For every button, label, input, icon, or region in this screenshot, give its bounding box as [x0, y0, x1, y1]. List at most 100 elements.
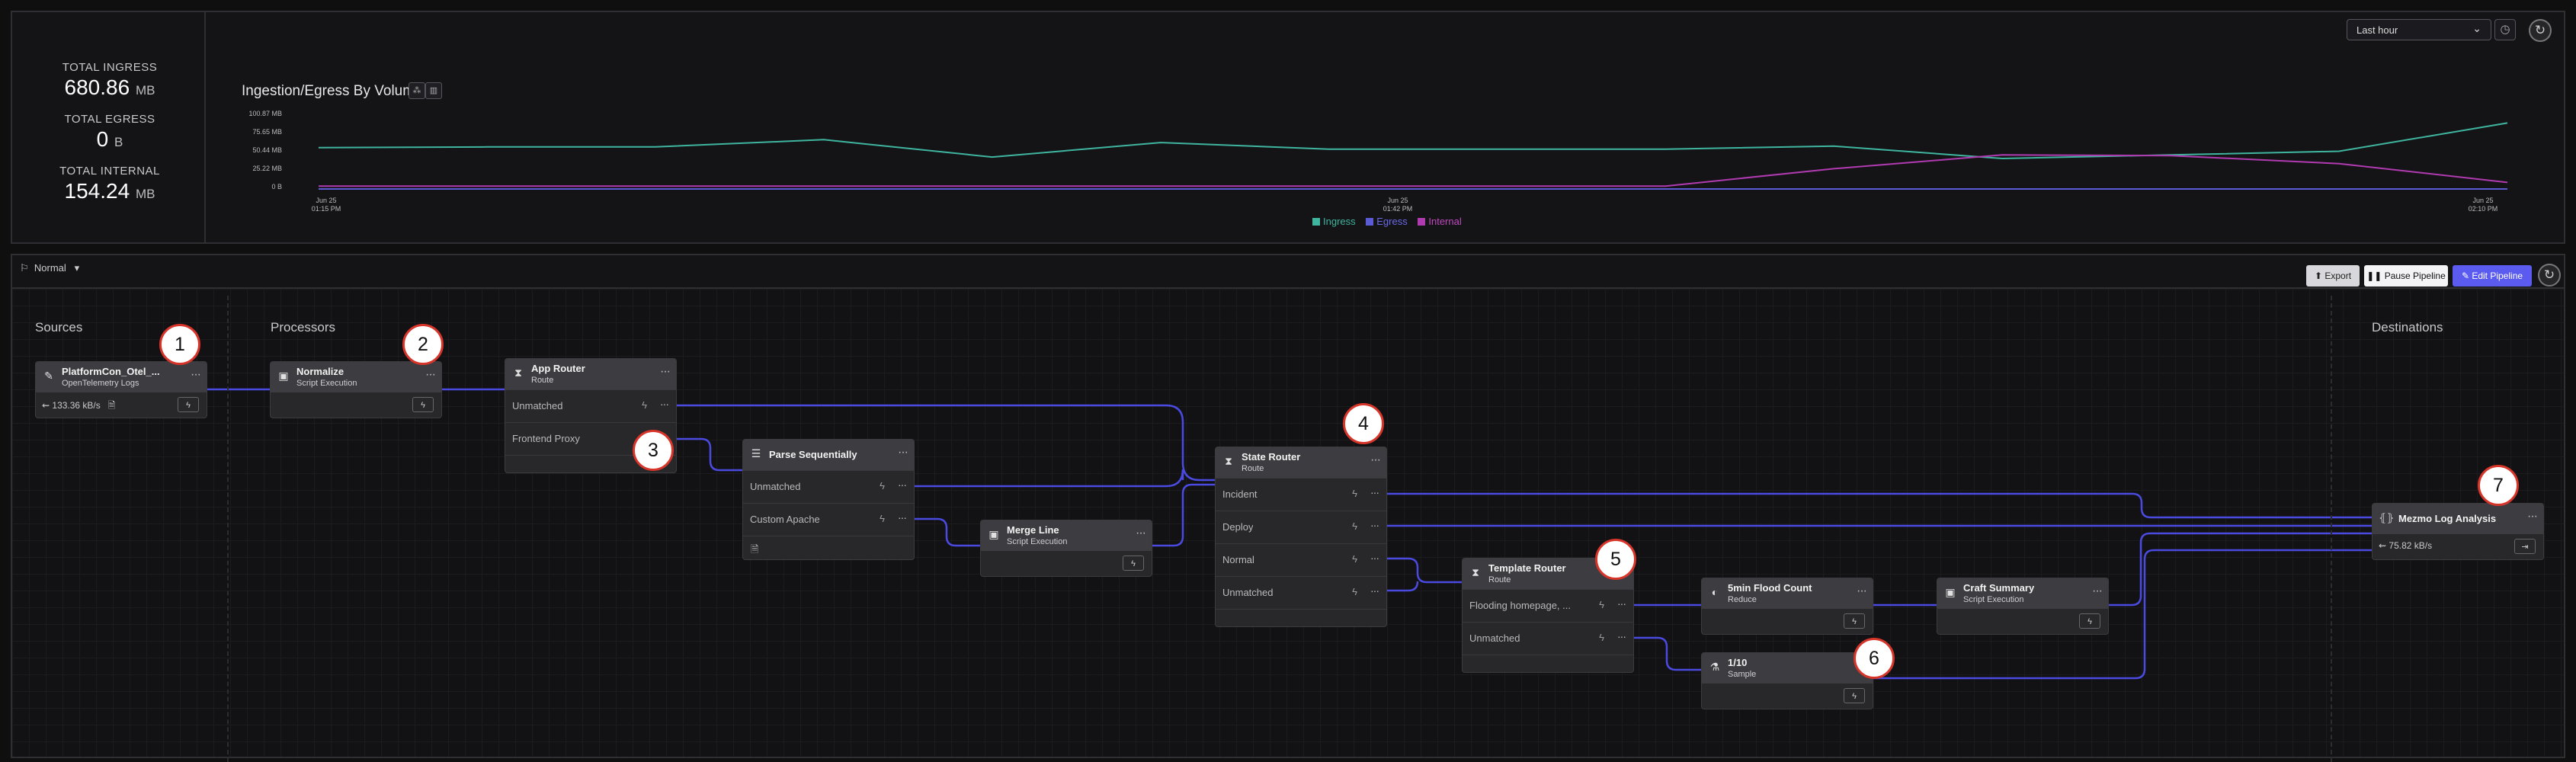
more-icon[interactable]: ··· — [660, 398, 669, 410]
destinations-divider — [2331, 296, 2332, 762]
bar-chart-toggle-icon[interactable]: ▥ — [425, 82, 442, 99]
more-icon[interactable]: ··· — [898, 511, 907, 523]
node-title: State Router — [1242, 451, 1301, 463]
pause-pipeline-button[interactable]: ❚❚ Pause Pipeline — [2364, 265, 2448, 287]
bolt-icon[interactable]: ϟ — [2079, 613, 2100, 629]
destination-icon[interactable]: ⇥ — [2514, 539, 2536, 554]
craft-summary-node[interactable]: ▣ Craft Summary Script Execution ··· ϟ — [1937, 578, 2109, 635]
bolt-icon[interactable]: ϟ — [1352, 520, 1357, 532]
bolt-icon[interactable]: ϟ — [412, 397, 434, 412]
line-chart-toggle-icon[interactable]: ⁂ — [409, 82, 425, 99]
more-icon[interactable]: ··· — [1370, 552, 1379, 564]
legend-egress[interactable]: Egress — [1376, 216, 1408, 227]
normalize-node[interactable]: ▣ Normalize Script Execution ··· ϟ — [270, 361, 442, 418]
total-egress: TOTAL EGRESS 0 B — [12, 113, 207, 152]
edge-frontend-parse — [674, 437, 743, 472]
legend-swatch-ingress — [1312, 218, 1320, 226]
throughput-metric: ⇜ 75.82 kB/s — [2379, 540, 2433, 551]
list-icon: ☰ — [751, 447, 761, 459]
total-internal-label: TOTAL INTERNAL — [59, 165, 160, 178]
more-icon[interactable]: ··· — [425, 368, 436, 381]
time-range-select[interactable]: Last hour ⌄ — [2347, 19, 2491, 40]
flood-count-node[interactable]: ◐ 5min Flood Count Reduce ··· ϟ — [1701, 578, 1873, 635]
refresh-chart-icon[interactable]: ↻ — [2529, 19, 2552, 42]
more-icon[interactable]: ··· — [898, 479, 907, 491]
edge-parse-apache-merge — [912, 517, 982, 547]
bolt-icon[interactable]: ϟ — [642, 399, 647, 411]
mode-select[interactable]: ⚐ Normal ▾ — [20, 262, 80, 274]
more-icon[interactable]: ··· — [2527, 510, 2538, 523]
series-line-internal — [319, 154, 2508, 187]
bolt-icon[interactable]: ϟ — [879, 513, 885, 524]
node-subtitle: Route — [1488, 575, 1511, 584]
more-icon[interactable]: ··· — [898, 446, 908, 459]
legend-swatch-internal — [1418, 218, 1426, 226]
merge-line-node[interactable]: ▣ Merge Line Script Execution ··· ϟ — [980, 520, 1152, 577]
bolt-icon[interactable]: ϟ — [1844, 688, 1865, 703]
y-tick: 100.87 MB — [248, 110, 282, 117]
bolt-icon[interactable]: ϟ — [1352, 586, 1357, 597]
bolt-icon[interactable]: ϟ — [1352, 488, 1357, 499]
edge-sample-mezmo — [1870, 549, 2373, 680]
more-icon[interactable]: ··· — [660, 365, 671, 378]
node-title: Mezmo Log Analysis — [2398, 513, 2497, 524]
node-subtitle: OpenTelemetry Logs — [62, 379, 139, 388]
bolt-icon[interactable]: ϟ — [178, 397, 199, 412]
edge-unmatched-template — [1386, 581, 1419, 592]
pipeline-toolbar: ⚐ Normal ▾ ⬆ Export ❚❚ Pause Pipeline ✎ … — [12, 255, 2564, 289]
route-row[interactable]: Flooding homepage, ...ϟ··· — [1463, 589, 1633, 622]
more-icon[interactable]: ··· — [1617, 597, 1626, 610]
sample-node[interactable]: ⚗ 1/10 Sample ··· ϟ — [1701, 652, 1873, 709]
export-button[interactable]: ⬆ Export — [2306, 265, 2360, 287]
more-icon[interactable]: ··· — [1370, 519, 1379, 531]
bolt-icon[interactable]: ϟ — [1844, 613, 1865, 629]
plug-icon: ✎ — [44, 370, 53, 382]
throughput-metric: ⇜ 133.36 kB/s 🗎 — [42, 400, 116, 411]
more-icon[interactable]: ··· — [2092, 584, 2103, 597]
more-icon[interactable]: ··· — [1617, 630, 1626, 642]
refresh-pipeline-icon[interactable]: ↻ — [2538, 264, 2561, 287]
node-title: Craft Summary — [1963, 582, 2035, 594]
callout-badge: 4 — [1343, 403, 1384, 444]
edge-incident-mezmo — [1386, 492, 2373, 519]
more-icon[interactable]: ··· — [1136, 527, 1146, 539]
total-ingress-value: 680.86 MB — [64, 75, 155, 99]
source-node[interactable]: ✎ PlatformCon_Otel_... OpenTelemetry Log… — [35, 361, 207, 418]
more-icon[interactable]: ··· — [1370, 453, 1381, 466]
node-subtitle: Reduce — [1728, 595, 1757, 604]
legend-internal[interactable]: Internal — [1428, 216, 1462, 227]
edge-parse-unmatched-state — [912, 469, 1184, 488]
bolt-icon[interactable]: ϟ — [879, 480, 885, 491]
template-router-node[interactable]: ⧗ Template Router Route ··· Flooding hom… — [1462, 558, 1634, 673]
y-tick: 75.65 MB — [252, 128, 282, 136]
bolt-icon[interactable]: ϟ — [1123, 555, 1144, 571]
mezmo-destination-node[interactable]: ⦃⦄ Mezmo Log Analysis ··· ⇜ 75.82 kB/s ⇥ — [2372, 503, 2544, 560]
legend-ingress[interactable]: Ingress — [1323, 216, 1356, 227]
edit-pipeline-button[interactable]: ✎ Edit Pipeline — [2453, 265, 2532, 287]
bolt-icon[interactable]: ϟ — [1352, 553, 1357, 565]
node-title: Parse Sequentially — [769, 449, 857, 460]
file-icon[interactable]: 🗎 — [751, 543, 759, 555]
edge-unmatched-sample — [1632, 636, 1702, 671]
log-analysis-icon: ⦃⦄ — [2379, 511, 2395, 523]
bolt-icon[interactable]: ϟ — [1599, 599, 1604, 610]
more-icon[interactable]: ··· — [1370, 584, 1379, 597]
more-icon[interactable]: ··· — [1370, 486, 1379, 498]
clock-icon[interactable]: ◷ — [2494, 19, 2516, 40]
totals-panel: TOTAL INGRESS 680.86 MB TOTAL EGRESS 0 B… — [11, 11, 206, 244]
more-icon[interactable]: ··· — [191, 368, 201, 381]
node-subtitle: Route — [1242, 464, 1264, 473]
more-icon[interactable]: ··· — [1857, 584, 1867, 597]
bolt-icon[interactable]: ϟ — [1599, 632, 1604, 643]
